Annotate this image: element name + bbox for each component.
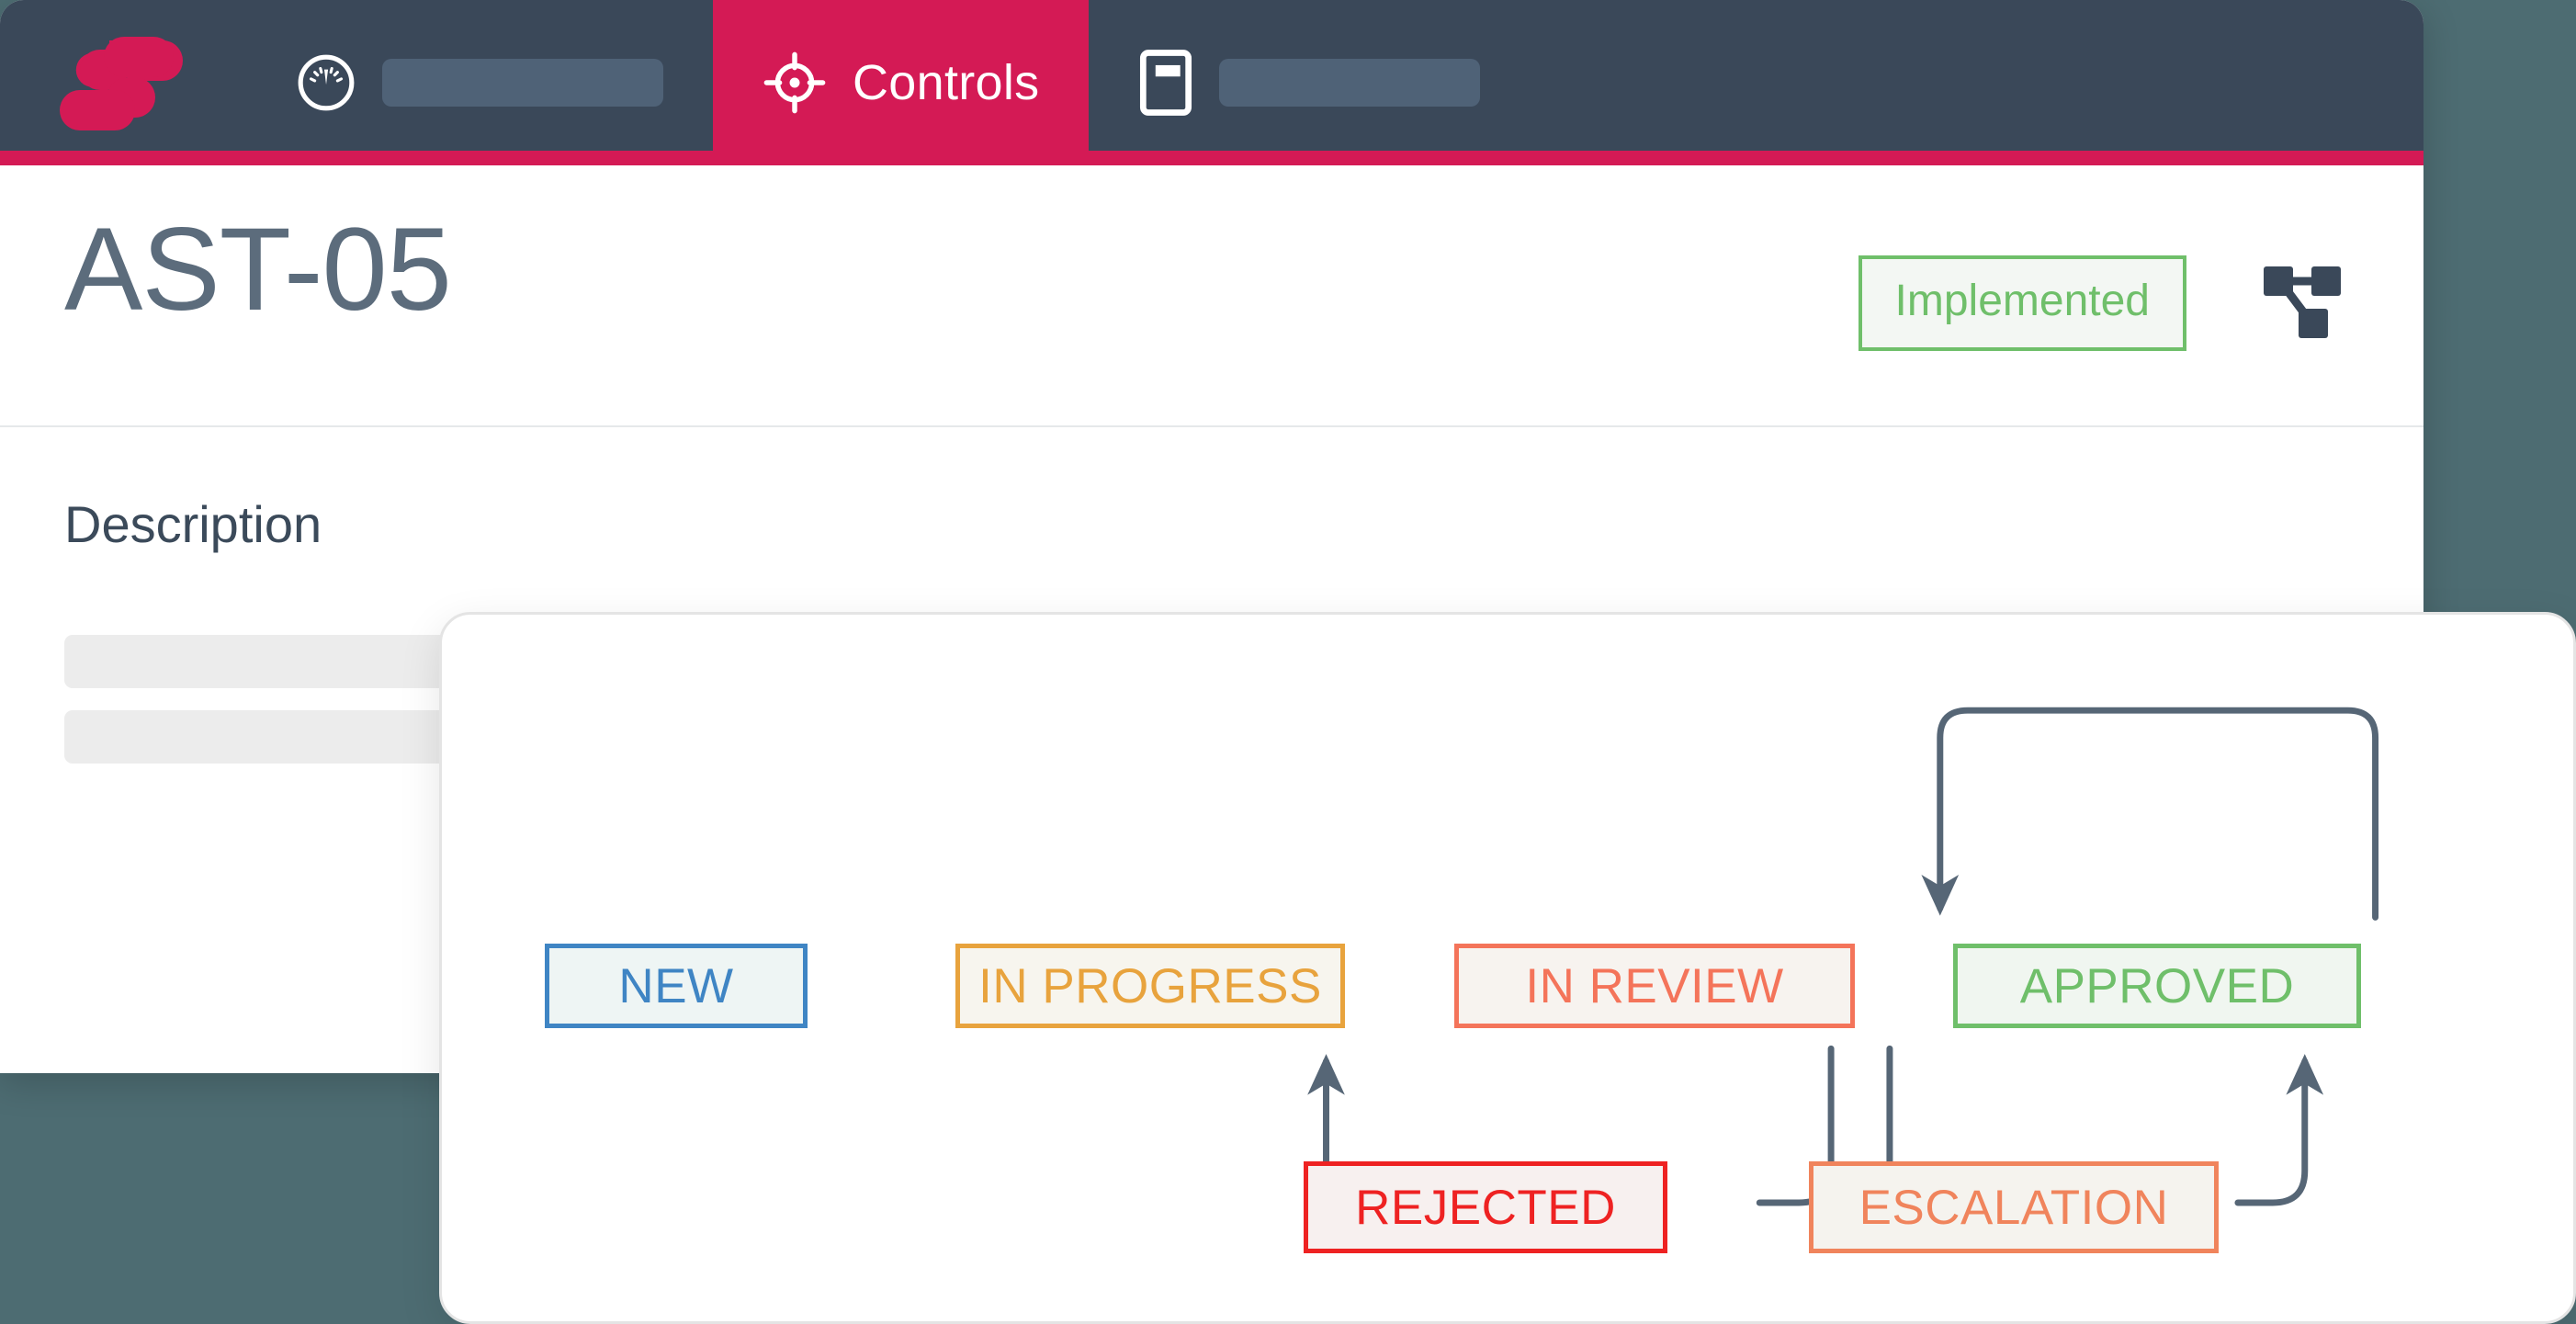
brand-logo[interactable] [0,0,246,165]
status-badge[interactable]: Implemented [1858,255,2186,351]
workflow-node-approved[interactable]: APPROVED [1953,944,2361,1028]
tab-documents[interactable] [1089,0,1530,165]
workflow-diagram-panel: NEW IN PROGRESS IN REVIEW APPROVED REJEC… [439,612,2576,1324]
workflow-node-label: IN REVIEW [1525,958,1784,1013]
workflow-node-label: REJECTED [1355,1180,1616,1235]
workflow-node-new[interactable]: NEW [545,944,808,1028]
tab-label-placeholder-documents [1219,59,1481,107]
workflow-node-in-progress[interactable]: IN PROGRESS [955,944,1345,1028]
workflow-node-in-review[interactable]: IN REVIEW [1454,944,1855,1028]
workflow-node-label: APPROVED [2019,958,2295,1013]
workflow-node-escalation[interactable]: ESCALATION [1809,1161,2219,1253]
book-icon [1138,49,1193,117]
tab-label-placeholder-dashboard [382,59,663,107]
workflow-node-label: IN PROGRESS [978,958,1322,1013]
tab-controls[interactable]: Controls [713,0,1090,165]
tab-label-controls: Controls [853,55,1040,110]
record-header: AST-05 Implemented [0,165,2423,427]
crosshair-target-icon [763,51,827,115]
gauge-icon [296,52,356,113]
page-title: AST-05 [64,204,452,335]
workflow-node-label: NEW [618,958,734,1013]
topbar-accent-underline [0,151,2423,165]
workflow-node-rejected[interactable]: REJECTED [1304,1161,1667,1253]
workflow-graph-icon[interactable] [2258,265,2343,345]
workflow-node-label: ESCALATION [1859,1180,2169,1235]
top-navigation-bar: Controls [0,0,2423,165]
steps-logo-icon [54,29,192,136]
description-heading: Description [64,495,322,553]
tab-dashboard[interactable] [246,0,713,165]
